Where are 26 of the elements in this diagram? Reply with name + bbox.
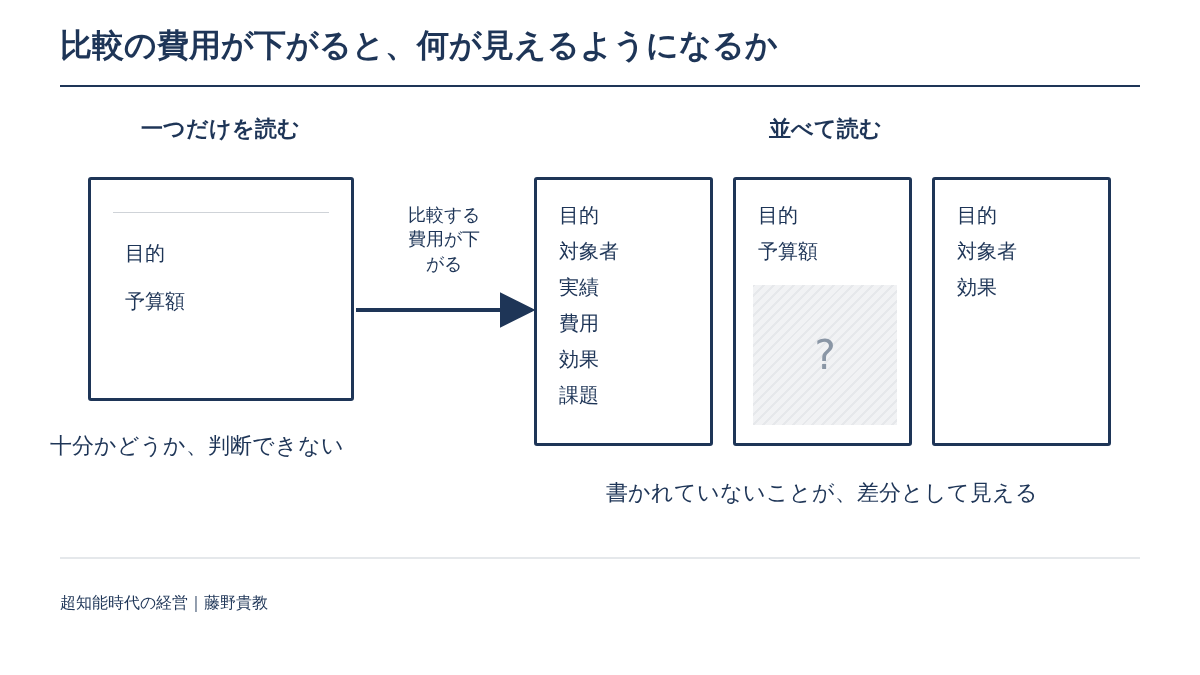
field-name: 実績: [559, 274, 599, 301]
field-name: 課題: [559, 382, 599, 409]
card-caption: 十分かどうか、判断できない: [50, 432, 344, 460]
document-card: [534, 177, 713, 446]
comparison-caption: 書かれていないことが、差分として見える: [606, 480, 1038, 505]
field-name: 対象者: [957, 238, 1017, 265]
title: 比較の費用が下がると、何が見えるようになるか: [60, 25, 778, 66]
field-name: 費用: [559, 310, 599, 337]
field-name: 目的: [758, 202, 798, 229]
document-card: [733, 177, 912, 446]
field-name: 目的: [957, 202, 997, 229]
document-card: [88, 177, 354, 401]
field-name: 予算額: [125, 288, 185, 315]
arrow: [356, 292, 536, 328]
document-card: [932, 177, 1111, 446]
field-name: 予算額: [758, 238, 818, 265]
column-heading: 並べて読む: [768, 116, 882, 141]
field-name: 目的: [559, 202, 599, 229]
column-heading: 一つだけを読む: [140, 116, 300, 141]
field-name: 効果: [559, 346, 599, 373]
question-mark: ?: [814, 332, 836, 378]
field-name: 対象者: [559, 238, 619, 265]
field-name: 目的: [125, 240, 165, 267]
footer-credit: 超知能時代の経営｜藤野貴教: [60, 593, 268, 614]
placeholder-panel: [753, 285, 897, 425]
field-name: 効果: [957, 274, 997, 301]
